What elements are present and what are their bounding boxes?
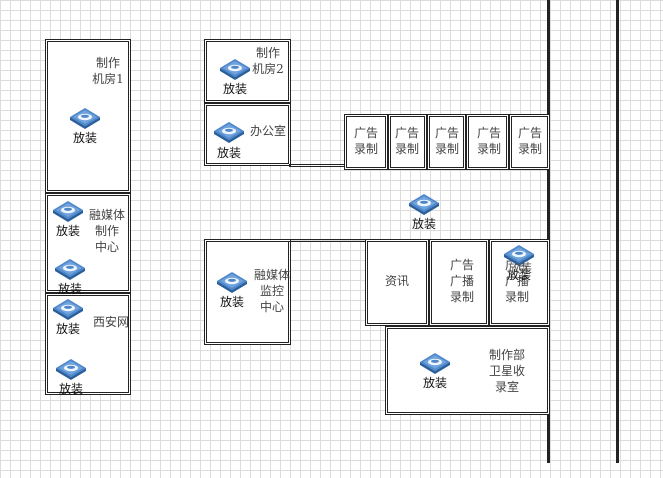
access-point-icon[interactable]: 放装 — [502, 242, 536, 282]
overlap-label: 放装 — [507, 261, 532, 275]
label-guanggao-4: 广告录制 — [476, 126, 501, 156]
device-caption: 放装 — [55, 322, 80, 336]
label-office: 办公室 — [249, 124, 286, 138]
device-caption: 放装 — [58, 382, 83, 396]
room-guangbo-2 — [489, 239, 550, 326]
access-point-icon — [407, 191, 441, 215]
access-point-icon — [418, 350, 452, 374]
access-point-icon — [54, 356, 88, 380]
access-point-icon[interactable]: 放装 — [68, 105, 102, 145]
label-guanggao-1: 广告录制 — [353, 126, 378, 156]
label-guangbo-1: 广告广播录制 — [449, 258, 474, 304]
access-point-icon — [215, 269, 249, 293]
label-zixun: 资讯 — [384, 274, 409, 288]
device-caption: 放装 — [216, 146, 241, 160]
access-point-icon[interactable]: 放装 — [51, 198, 85, 238]
label-zhizuo-jifang2: 制作机房2 — [252, 46, 284, 76]
access-point-icon — [68, 105, 102, 129]
access-point-icon — [218, 56, 252, 80]
device-caption: 放装 — [55, 224, 80, 238]
room-jiankong — [204, 239, 291, 345]
device-caption: 放装 — [411, 217, 436, 231]
label-guanggao-3: 广告录制 — [434, 126, 459, 156]
label-xian: 西安网 — [92, 315, 129, 329]
room-guanggao-4 — [466, 114, 509, 170]
room-guanggao-2 — [388, 114, 427, 170]
label-rongmeiti-zhizuo: 融媒体制作中心 — [88, 208, 125, 254]
device-caption: 放装 — [72, 131, 97, 145]
label-guanggao-2: 广告录制 — [394, 126, 419, 156]
wall-right-1 — [547, 0, 550, 463]
access-point-icon[interactable]: 放装 — [218, 56, 252, 96]
access-point-icon[interactable]: 放装 — [54, 356, 88, 396]
wall-right-2 — [616, 0, 619, 463]
wall-corridor-bottom — [289, 239, 367, 242]
device-caption: 放装 — [57, 282, 82, 296]
room-guanggao-1 — [344, 114, 388, 170]
room-guangbo-1 — [429, 239, 489, 326]
room-guanggao-5 — [509, 114, 550, 170]
access-point-icon[interactable]: 放装 — [418, 350, 452, 390]
access-point-icon[interactable]: 放装 — [53, 256, 87, 296]
wall-corridor-top — [289, 164, 346, 167]
access-point-icon[interactable]: 放装 — [51, 296, 85, 336]
access-point-icon — [51, 198, 85, 222]
access-point-icon — [53, 256, 87, 280]
device-caption: 放装 — [506, 268, 531, 282]
device-caption: 放装 — [422, 376, 447, 390]
access-point-icon — [51, 296, 85, 320]
access-point-icon[interactable]: 放装 — [215, 269, 249, 309]
access-point-icon[interactable]: 放装 — [407, 191, 441, 231]
label-zhizuo-jifang1: 制作机房1 — [92, 56, 124, 86]
device-caption: 放装 — [219, 295, 244, 309]
room-guanggao-3 — [427, 114, 466, 170]
room-zixun — [365, 239, 429, 326]
access-point-icon — [212, 119, 246, 143]
label-guanggao-5: 广告录制 — [517, 126, 542, 156]
label-jiankong: 融媒体监控中心 — [253, 268, 290, 314]
room-weixing — [385, 326, 550, 415]
access-point-icon[interactable]: 放装 — [212, 119, 246, 160]
device-caption: 放装 — [222, 82, 247, 96]
label-weixing: 制作部卫星收录室 — [488, 348, 525, 394]
